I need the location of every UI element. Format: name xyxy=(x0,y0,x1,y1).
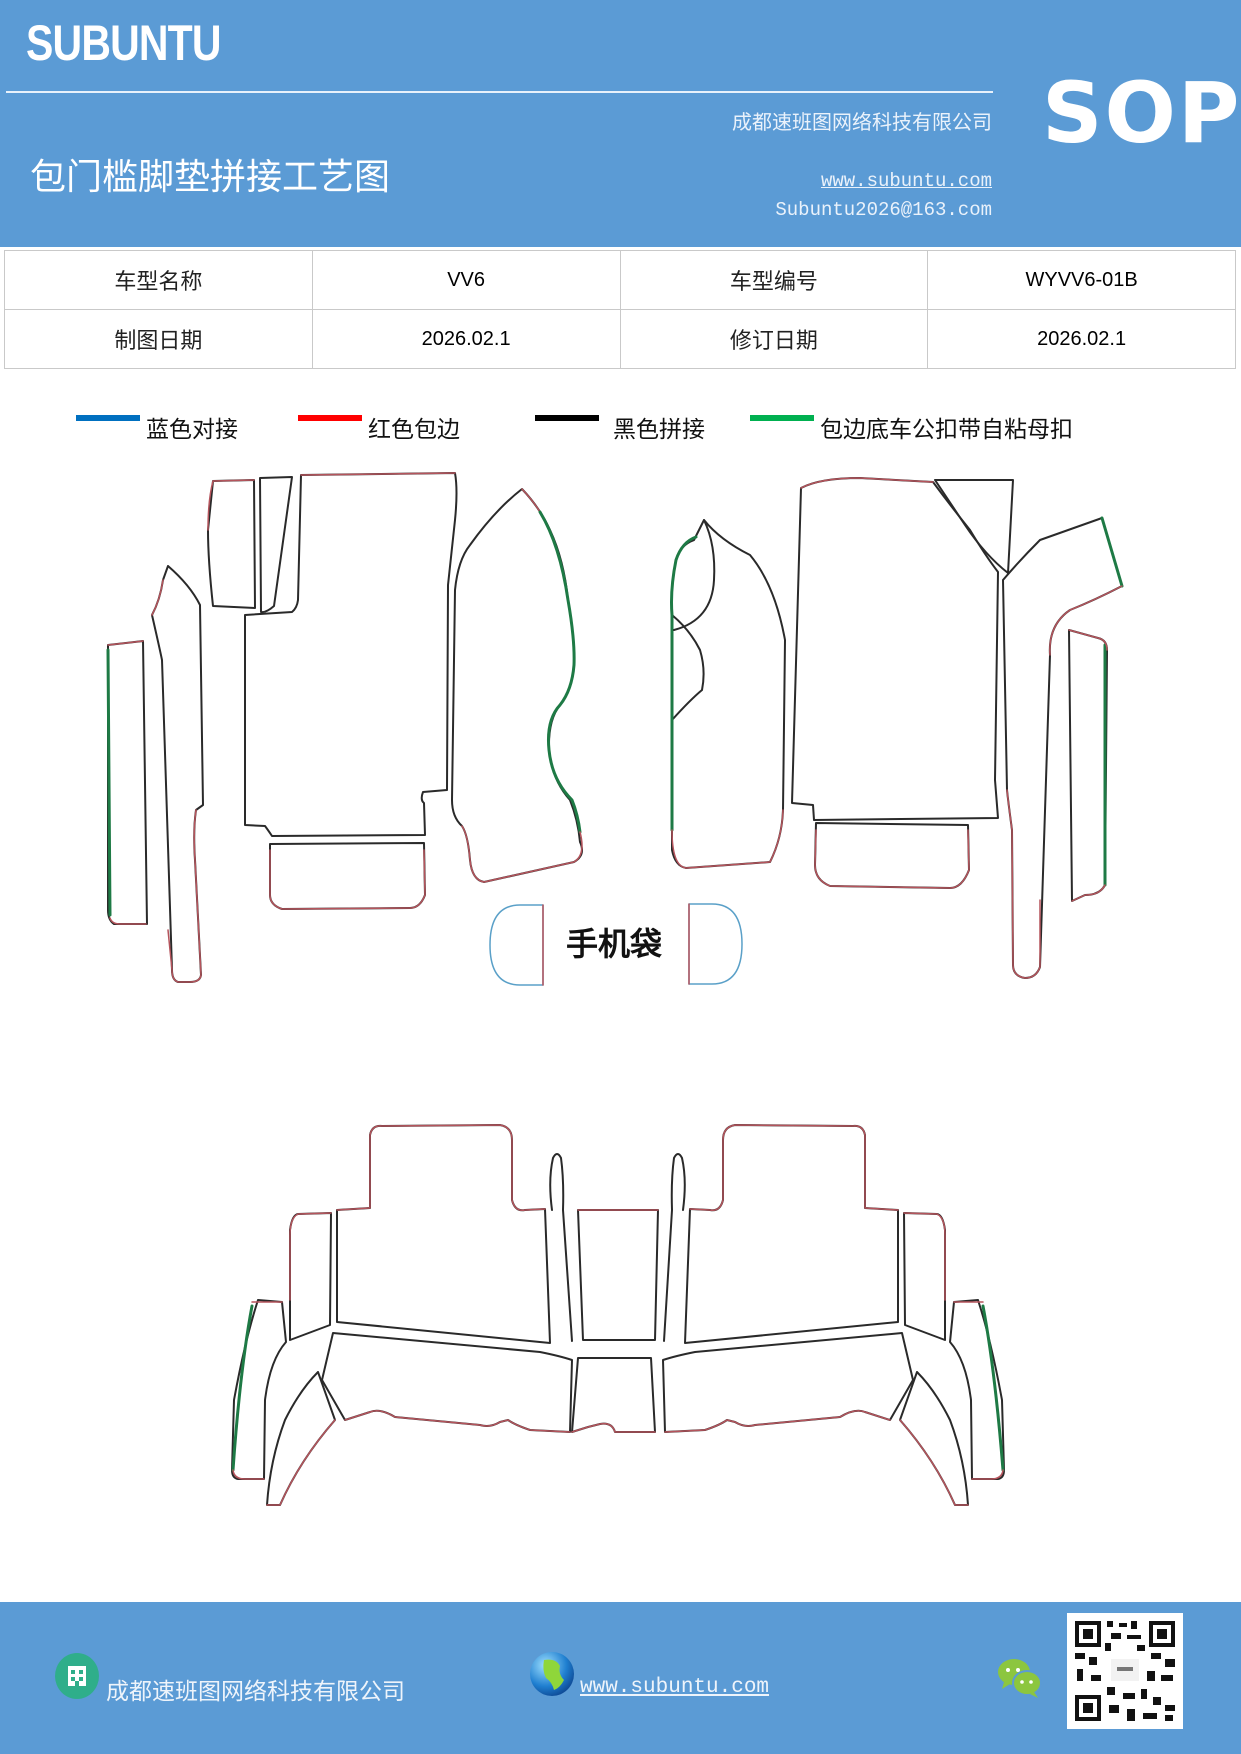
qr-code-image xyxy=(1067,1613,1183,1729)
footer-website-link[interactable]: www.subuntu.com xyxy=(580,1676,770,1699)
table-row: 车型名称 VV6 车型编号 WYVV6-01B xyxy=(4,250,1236,310)
wechat-icon[interactable] xyxy=(996,1656,1044,1700)
black-line-swatch xyxy=(535,415,599,421)
globe-icon xyxy=(530,1652,574,1696)
revision-date-value: 2026.02.1 xyxy=(927,309,1236,369)
header-banner: SUBUNTU 包门槛脚垫拼接工艺图 成都速班图网络科技有限公司 www.sub… xyxy=(0,0,1241,247)
legend-item-red: 红色包边 xyxy=(298,410,460,444)
model-code-label: 车型编号 xyxy=(619,250,929,310)
front-right-mat-pieces xyxy=(670,477,1124,979)
footer-banner: 成都速班图网络科技有限公司 www.subuntu.com xyxy=(0,1602,1241,1754)
phone-pocket-pieces: 手机袋 xyxy=(489,903,743,986)
table-row: 制图日期 2026.02.1 修订日期 2026.02.1 xyxy=(4,309,1236,369)
footer-company-name: 成都速班图网络科技有限公司 xyxy=(106,1679,405,1705)
legend-label: 红色包边 xyxy=(368,417,460,443)
header-divider xyxy=(6,91,993,93)
legend-item-black: 黑色拼接 xyxy=(535,410,705,444)
model-name-label: 车型名称 xyxy=(4,250,313,310)
legend-item-green: 包边底车公扣带自粘母扣 xyxy=(750,410,1073,444)
model-name-value: VV6 xyxy=(311,250,621,310)
page-title: 包门槛脚垫拼接工艺图 xyxy=(30,157,391,198)
legend-label: 蓝色对接 xyxy=(146,417,238,443)
draw-date-value: 2026.02.1 xyxy=(311,309,621,369)
header-company-name: 成都速班图网络科技有限公司 xyxy=(732,110,992,134)
legend-item-blue: 蓝色对接 xyxy=(76,410,238,444)
header-website-link[interactable]: www.subuntu.com xyxy=(820,170,992,192)
header-email: Subuntu2026@163.com xyxy=(775,199,992,221)
rear-mat-pieces xyxy=(231,1124,1005,1506)
blue-line-swatch xyxy=(76,415,140,421)
building-icon xyxy=(55,1653,99,1699)
front-left-mat-pieces xyxy=(106,472,583,983)
model-code-value: WYVV6-01B xyxy=(927,250,1236,310)
phone-pocket-label: 手机袋 xyxy=(566,925,662,963)
green-line-swatch xyxy=(750,415,814,421)
sop-badge: SOP xyxy=(1042,64,1241,162)
vehicle-info-table: 车型名称 VV6 车型编号 WYVV6-01B 制图日期 2026.02.1 修… xyxy=(4,250,1236,369)
line-legend: 蓝色对接 红色包边 黑色拼接 包边底车公扣带自粘母扣 xyxy=(0,400,1241,443)
brand-logo: SUBUNTU xyxy=(26,15,222,71)
floor-mat-stitching-diagram: 手机袋 xyxy=(106,472,1124,1506)
legend-label: 包边底车公扣带自粘母扣 xyxy=(820,417,1073,443)
revision-date-label: 修订日期 xyxy=(619,309,929,369)
draw-date-label: 制图日期 xyxy=(4,309,313,369)
red-line-swatch xyxy=(298,415,362,421)
legend-label: 黑色拼接 xyxy=(613,417,705,443)
